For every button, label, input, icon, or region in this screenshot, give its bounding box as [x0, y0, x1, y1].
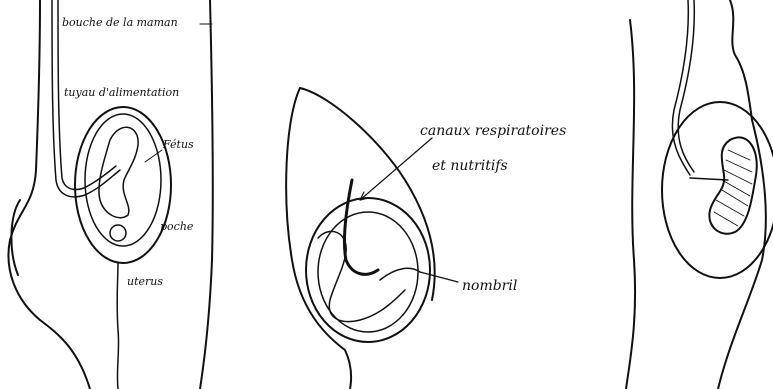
label-uterus: uterus: [127, 275, 163, 288]
body-outline-right: [200, 0, 213, 389]
panel-1-body-cross-section: bouche de la maman tuyau d'alimentation …: [8, 0, 212, 389]
panel-3-profile-view: [626, 0, 773, 389]
label-canaux-line1: canaux respiratoires: [420, 123, 566, 139]
foetus-curled: [318, 231, 405, 321]
arrow-canaux: [360, 138, 432, 200]
body-outline-left: [8, 0, 90, 389]
umbilical-loop: [110, 225, 126, 241]
leader-nombril: [420, 272, 458, 282]
front-contour: [718, 0, 766, 389]
umbilical-cord: [380, 268, 420, 280]
label-poche: poche: [160, 220, 194, 233]
cord-right: [690, 178, 728, 180]
label-canaux-line2: et nutritifs: [432, 158, 508, 174]
buttock-bulge: [11, 200, 20, 275]
feeding-tube-right-inner: [678, 0, 694, 172]
foetus-right-hatching: [714, 150, 752, 226]
cervix-line: [117, 262, 118, 389]
amniotic-pouch: [318, 212, 418, 332]
label-nombril: nombril: [462, 278, 517, 294]
torso-outline: [286, 88, 351, 389]
label-bouche: bouche de la maman: [62, 16, 178, 29]
respiratory-canal: [344, 180, 378, 274]
label-tuyau: tuyau d'alimentation: [64, 86, 179, 99]
back-contour: [626, 20, 635, 389]
label-foetus: Fétus: [162, 138, 194, 151]
uterus-right: [662, 102, 773, 278]
panel-2-sagittal-view: canaux respiratoires et nutritifs nombri…: [286, 88, 566, 389]
uterus-wall: [306, 198, 430, 342]
foetus-right: [709, 137, 756, 233]
foetus: [99, 127, 138, 217]
